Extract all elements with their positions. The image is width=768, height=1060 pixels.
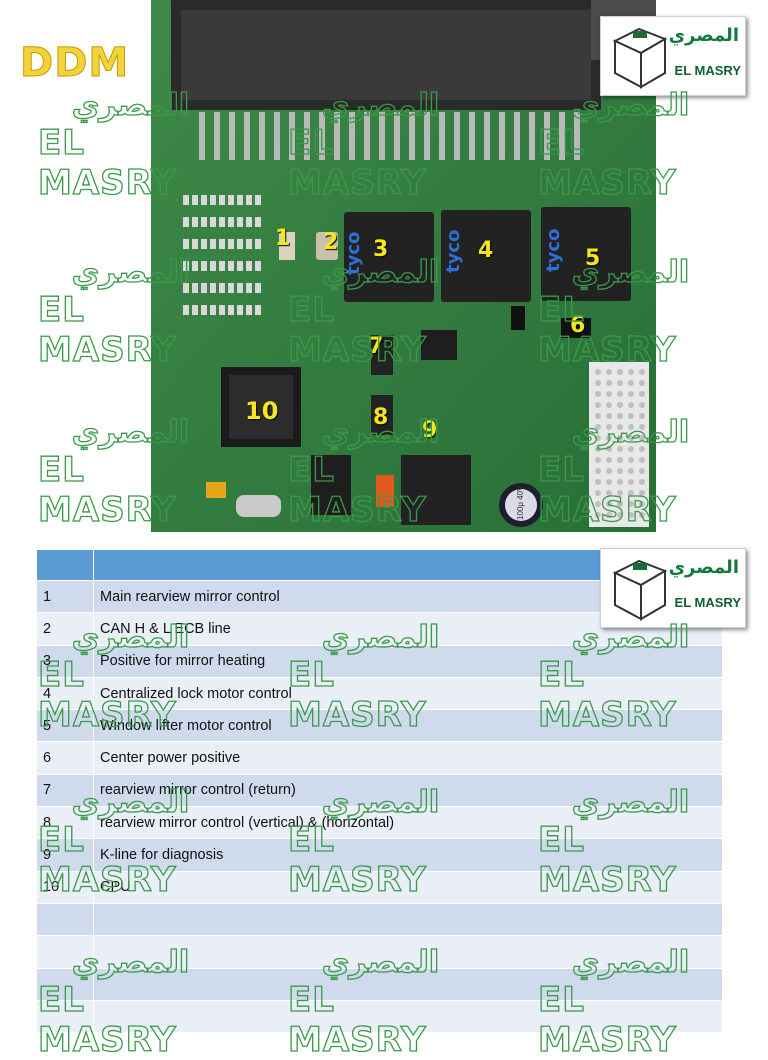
row-number [37, 1000, 94, 1034]
row-description: Centralized lock motor control [93, 677, 723, 711]
row-number: 3 [37, 645, 94, 678]
circuit-board-photo: tyco tyco tyco 100μ 40V [151, 0, 656, 532]
logo-english-text: EL MASRY [674, 63, 741, 78]
legend-header-number [37, 550, 94, 581]
row-description: rearview mirror control (vertical) & (ho… [93, 806, 723, 840]
row-number [37, 968, 94, 1001]
row-number: 7 [37, 774, 94, 808]
board-label-7: 7 [368, 334, 384, 359]
relay-brand-2: tyco [443, 230, 464, 273]
table-row [37, 903, 723, 937]
row-description [93, 968, 723, 1001]
table-row [37, 968, 723, 1001]
cube-logo-icon [612, 559, 668, 621]
board-label-6: 6 [570, 313, 586, 338]
board-label-9: 9 [422, 418, 438, 443]
board-label-2: 2 [323, 230, 339, 255]
row-description: K-line for diagnosis [93, 838, 723, 872]
row-number: 5 [37, 709, 94, 743]
board-label-1: 1 [275, 226, 291, 251]
relay-brand-1: tyco [343, 232, 364, 275]
row-description [93, 1000, 723, 1034]
row-description: Positive for mirror heating [93, 645, 723, 678]
row-description [93, 903, 723, 937]
row-number: 8 [37, 806, 94, 840]
table-row [37, 935, 723, 969]
row-number [37, 935, 94, 969]
row-number: 4 [37, 677, 94, 711]
logo-english-text: EL MASRY [674, 595, 741, 610]
logo-arabic-text: المصري [668, 557, 739, 578]
table-row [37, 1000, 723, 1034]
row-number: 10 [37, 871, 94, 904]
row-description: rearview mirror control (return) [93, 774, 723, 808]
row-number [37, 903, 94, 937]
board-label-4: 4 [478, 238, 494, 263]
board-label-8: 8 [373, 405, 389, 430]
row-number: 9 [37, 838, 94, 872]
board-label-3: 3 [373, 237, 389, 262]
row-number: 6 [37, 741, 94, 775]
cube-logo-icon [612, 27, 668, 89]
page-title: DDM [19, 40, 130, 87]
board-label-10: 10 [245, 397, 279, 425]
row-number: 1 [37, 580, 94, 614]
row-description [93, 935, 723, 969]
board-label-5: 5 [585, 246, 601, 271]
capacitor-label: 100μ 40V [516, 485, 525, 520]
row-description: Center power positive [93, 741, 723, 775]
row-number: 2 [37, 612, 94, 646]
row-description: CPU [93, 871, 723, 904]
brand-logo-top: المصري EL MASRY [600, 16, 746, 96]
row-description: Window lifter motor control [93, 709, 723, 743]
brand-logo-table: المصري EL MASRY [600, 548, 746, 628]
circuit-board-graphic: tyco tyco tyco 100μ 40V [151, 0, 656, 532]
relay-brand-3: tyco [543, 229, 564, 272]
logo-arabic-text: المصري [668, 25, 739, 46]
